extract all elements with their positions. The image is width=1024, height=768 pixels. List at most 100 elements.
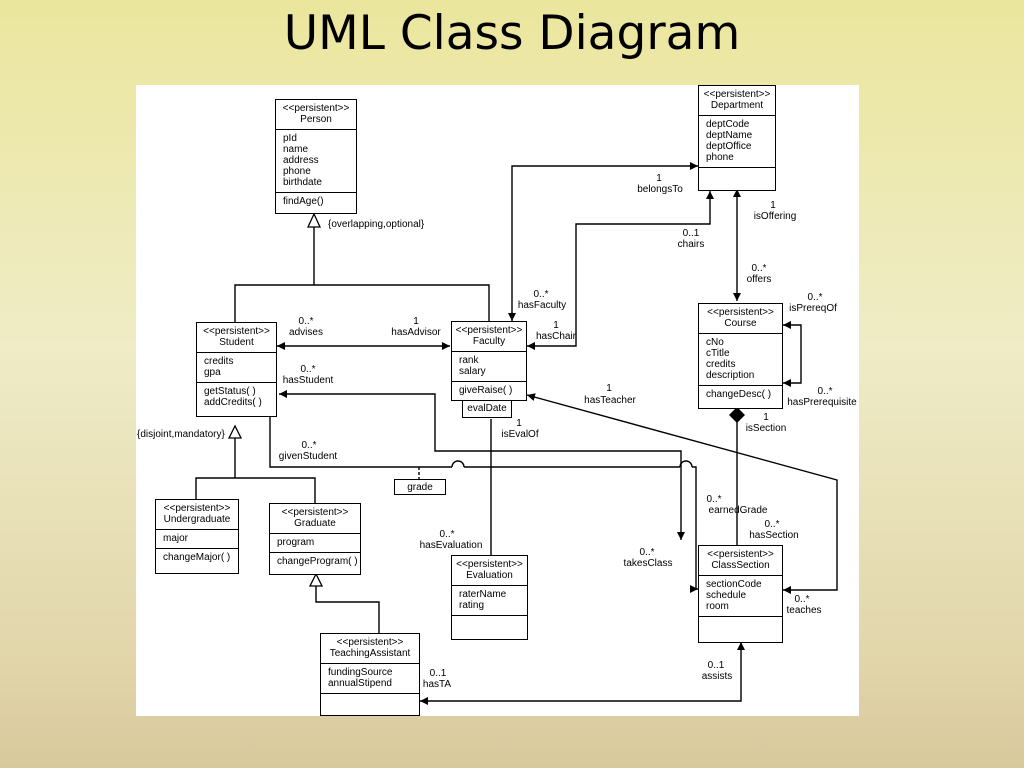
multiplicity: 0..1 [682, 228, 700, 239]
multiplicity: 0..* [300, 364, 316, 375]
class-teachingassistant[interactable]: <<persistent>>TeachingAssistant fundingS… [320, 633, 420, 716]
multiplicity: 1 [516, 418, 522, 429]
attributes: cNo cTitle credits description [699, 334, 782, 386]
operations [321, 694, 419, 712]
operations [699, 168, 775, 186]
class-name: Student [219, 337, 254, 348]
class-graduate[interactable]: <<persistent>>Graduate program changePro… [269, 503, 361, 575]
attribute: annualStipend [328, 678, 392, 689]
role-label: isOffering [753, 211, 797, 222]
line-hop [451, 460, 465, 468]
role-label: teaches [786, 605, 822, 616]
class-name: Faculty [472, 336, 506, 347]
stereotype: <<persistent>> [281, 507, 349, 518]
attributes: rank salary [452, 352, 526, 382]
class-name: Evaluation [466, 570, 513, 581]
operations: getStatus( ) addCredits( ) [197, 383, 276, 411]
attribute: fundingSource [328, 667, 393, 678]
multiplicity: 1 [763, 412, 769, 423]
attributes: raterName rating [452, 586, 527, 616]
attributes: fundingSource annualStipend [321, 664, 419, 694]
multiplicity: 0..* [751, 263, 767, 274]
role-label: isPrereqOf [789, 303, 837, 314]
stereotype: <<persistent>> [456, 559, 523, 570]
attribute: phone [706, 152, 734, 163]
role-label: hasEvaluation [419, 540, 483, 551]
operations [699, 617, 782, 635]
student-generalization-arrow [227, 424, 243, 439]
role-label: hasSection [749, 530, 799, 541]
class-name: Graduate [294, 518, 336, 529]
multiplicity: 0..* [807, 292, 823, 303]
multiplicity: 1 [553, 320, 559, 331]
multiplicity: 0..* [301, 440, 317, 451]
operations: findAge() [276, 193, 356, 210]
class-student[interactable]: <<persistent>>Student credits gpa getSta… [196, 322, 277, 417]
class-name: TeachingAssistant [329, 648, 411, 659]
attribute: rank [459, 355, 479, 366]
student-subclass-connector [195, 477, 316, 503]
person-generalization-arrow [306, 212, 322, 228]
multiplicity: 0..* [817, 386, 833, 397]
role-label: hasTeacher [584, 395, 636, 406]
attribute: pId [283, 133, 297, 144]
role-label: earnedGrade [708, 505, 768, 516]
multiplicity: 0..* [794, 594, 810, 605]
role-label: hasTA [422, 679, 452, 690]
multiplicity: 0..1 [707, 660, 725, 671]
multiplicity: 0..1 [429, 668, 447, 679]
class-evaluation[interactable]: <<persistent>>Evaluation raterName ratin… [451, 555, 528, 640]
attribute: major [163, 533, 189, 544]
multiplicity: 0..* [533, 289, 549, 300]
graduate-generalization-arrow [308, 572, 324, 587]
multiplicity: 1 [413, 316, 419, 327]
stereotype: <<persistent>> [336, 637, 404, 648]
attribute: cNo [706, 337, 724, 348]
role-label: takesClass [623, 558, 673, 569]
qualifier-evaldate: evalDate [462, 400, 512, 418]
line-hop [679, 460, 693, 468]
attributes: deptCode deptName deptOffice phone [699, 116, 775, 168]
operation: changeMajor( ) [163, 552, 231, 563]
attributes: pId name address phone birthdate [276, 130, 356, 193]
operation: changeDesc( ) [706, 389, 772, 400]
prerequisite-loop [783, 321, 802, 387]
role-label: assists [701, 671, 733, 682]
role-label: chairs [677, 239, 705, 250]
belongsto-association [508, 162, 698, 321]
class-name: ClassSection [711, 560, 770, 571]
qualifier-grade: grade [394, 479, 446, 495]
operations: changeDesc( ) [699, 386, 782, 403]
attribute: deptOffice [706, 141, 752, 152]
class-undergraduate[interactable]: <<persistent>>Undergraduate major change… [155, 499, 239, 574]
diagram-canvas: <<persistent>>Person pId name address ph… [136, 85, 859, 716]
connectors [195, 162, 838, 705]
class-course[interactable]: <<persistent>>Course cNo cTitle credits … [698, 303, 783, 409]
hasteacher-association [526, 393, 838, 594]
class-name: Undergraduate [163, 514, 231, 525]
role-label: hasFaculty [517, 300, 567, 311]
stereotype: <<persistent>> [703, 89, 771, 100]
operation: changeProgram( ) [277, 556, 358, 567]
stereotype: <<persistent>> [163, 503, 231, 514]
stereotype: <<persistent>> [707, 549, 774, 560]
assists-association [420, 642, 745, 705]
ta-generalization-line [315, 586, 380, 633]
multiplicity: 1 [656, 173, 662, 184]
class-classsection[interactable]: <<persistent>>ClassSection sectionCode s… [698, 545, 783, 643]
stereotype: <<persistent>> [707, 307, 774, 318]
constraint-overlapping: {overlapping,optional} [328, 219, 425, 230]
slide-title: UML Class Diagram [283, 6, 741, 61]
role-label: hasStudent [282, 375, 334, 386]
class-person[interactable]: <<persistent>>Person pId name address ph… [275, 99, 357, 214]
operation: giveRaise( ) [459, 385, 513, 396]
class-faculty[interactable]: <<persistent>>Faculty rank salary giveRa… [451, 321, 527, 401]
multiplicity: 0..* [639, 547, 655, 558]
stereotype: <<persistent>> [203, 326, 270, 337]
class-department[interactable]: <<persistent>>Department deptCode deptNa… [698, 85, 776, 191]
class-name: Course [724, 318, 757, 329]
attribute: deptName [706, 130, 753, 141]
attribute: birthdate [283, 177, 322, 188]
attribute: salary [459, 366, 486, 377]
multiplicity: 0..* [764, 519, 780, 530]
